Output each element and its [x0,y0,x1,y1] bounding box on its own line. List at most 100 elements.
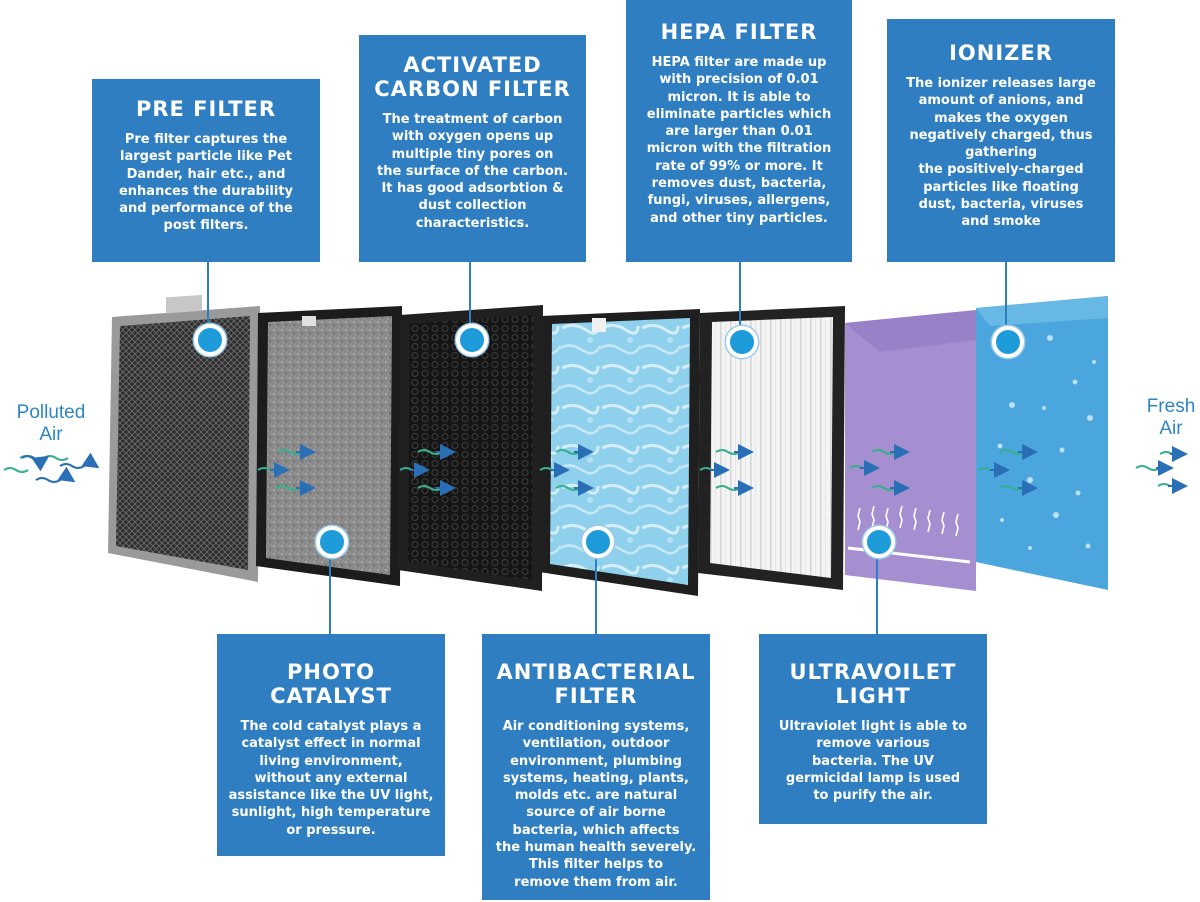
outgoing-air-arrows [1135,446,1188,494]
photo-catalyst-marker [316,526,348,558]
uv-light-title: ULTRAVOILET LIGHT [759,660,987,708]
carbon-filter-box: ACTIVATED CARBON FILTER The treatment of… [359,35,586,262]
antibacterial-filter-desc-line: ventilation, outdoor [522,736,670,752]
photo-catalyst-desc-line: sunlight, high temperature [231,805,431,821]
pre-filter-desc-line: largest particle like Pet [119,149,292,165]
hepa-filter-desc-line: HEPA filter are made up [651,55,827,70]
carbon-leader [469,262,471,330]
carbon-filter-description: The treatment of carbon with oxygen open… [359,111,586,232]
pre-filter-description: Pre filter captures the largest particle… [92,131,320,235]
ionizer-desc-line: dust, bacteria, viruses [918,197,1084,213]
hepa-filter-description: HEPA filter are made up with precision o… [626,54,852,227]
hepa-filter-desc-line: rate of 99% or more. It [655,158,823,174]
antibacterial-arrows [539,444,594,496]
pre-filter-desc-line: Pre filter captures the [124,132,288,147]
uv-light-desc-line: remove various [816,736,930,752]
pre-filter-desc-line: and performance of the [119,201,293,217]
carbon-filter-desc-line: with oxygen opens up [391,129,554,145]
polluted-air-label: Polluted Air [6,402,96,446]
pre-filter-leader [207,262,209,330]
polluted-air-label-line-2: Air [39,424,63,445]
carbon-filter-desc-line: The treatment of carbon [382,112,563,127]
photo-catalyst-arrows [257,444,316,496]
hepa-filter-desc-line: micron. It is able to [667,89,811,105]
uv-light-desc-line: germicidal lamp is used [785,770,961,786]
pre-filter-panel [108,294,260,582]
ionizer-desc-line: and smoke [961,214,1041,230]
carbon-filter-desc-line: characteristics. [415,215,530,231]
antibacterial-filter-desc-line: remove them from air. [514,874,678,890]
antibacterial-filter-desc-line: systems, heating, plants, [503,770,689,786]
carbon-filter-title: ACTIVATED CARBON FILTER [359,53,586,101]
hepa-filter-desc-line: fungi, viruses, allergens, [647,193,831,209]
photo-catalyst-desc-line: or pressure. [286,822,376,838]
antibacterial-panel [539,309,700,596]
activated-carbon-panel [398,305,543,591]
ionizer-title: IONIZER [887,41,1115,65]
ionizer-marker [992,326,1024,358]
pre-filter-title: PRE FILTER [92,97,320,121]
pre-filter-marker [194,324,226,356]
hepa-filter-desc-line: and other tiny particles. [650,210,828,226]
uv-light-panel [845,310,976,591]
photo-catalyst-desc-line: living environment, [259,753,403,769]
antibacterial-filter-desc-line: Air conditioning systems, [502,719,690,734]
ionizer-desc-line: makes the oxygen [934,110,1068,126]
antibacterial-filter-desc-line: environment, plumbing [510,753,682,769]
carbon-filter-title-line: CARBON FILTER [374,77,571,101]
uv-light-title-line: ULTRAVOILET [789,660,957,684]
antibacterial-filter-description: Air conditioning systems, ventilation, o… [482,718,710,891]
photo-catalyst-panel [256,306,402,586]
uv-light-description: Ultraviolet light is able to remove vari… [759,718,987,804]
uv-light-box: ULTRAVOILET LIGHT Ultraviolet light is a… [759,634,987,824]
uv-leader [876,548,878,634]
ionizer-box: IONIZER The ionizer releases large amoun… [887,19,1115,262]
antibacterial-filter-desc-line: molds etc. are natural [514,788,678,804]
hepa-leader [739,262,741,330]
incoming-air-arrows [3,452,100,483]
uv-light-title-line: LIGHT [835,684,911,708]
carbon-arrows [399,444,456,496]
antibacterial-filter-desc-line: This filter helps to [528,857,664,873]
carbon-filter-desc-line: the surface of the carbon. [377,163,568,179]
ionizer-desc-line: The ionizer releases large [906,76,1096,91]
fresh-air-label-line-1: Fresh [1146,396,1196,417]
carbon-filter-desc-line: It has good adsorbtion & [381,181,564,197]
hepa-arrows [699,444,754,496]
pre-filter-box: PRE FILTER Pre filter captures the large… [92,79,320,262]
polluted-air-label-line-1: Polluted [16,402,86,423]
photo-catalyst-desc-line: catalyst effect in normal [241,736,421,752]
uv-light-desc-line: to purify the air. [813,788,933,804]
ionizer-arrows [977,444,1038,496]
photo-catalyst-desc-line: without any external [254,770,408,786]
uv-light-desc-line: bacteria. The UV [811,753,934,769]
carbon-filter-desc-line: multiple tiny pores on [391,146,554,162]
pre-filter-desc-line: Dander, hair etc., and [126,166,286,182]
antibacterial-filter-desc-line: source of air borne [526,805,666,821]
ionizer-desc-line: the positively-charged [918,162,1084,178]
carbon-marker [456,324,488,356]
photo-catalyst-desc-line: assistance like the UV light, [228,788,434,804]
ionizer-desc-line: negatively charged, thus [909,127,1093,143]
airflow-arrows [3,444,1188,496]
hepa-panel [698,306,845,590]
hepa-filter-desc-line: eliminate particles which [646,106,832,122]
antibacterial-filter-desc-line: the human health severely. [495,840,697,856]
hepa-filter-desc-line: micron with the filtration [646,141,832,157]
pre-filter-desc-line: enhances the durability [118,183,294,199]
hepa-filter-desc-line: removes dust, bacteria, [651,176,827,192]
hepa-filter-desc-line: with precision of 0.01 [659,72,819,88]
photo-catalyst-title: PHOTO CATALYST [217,660,445,708]
ionizer-leader [1005,262,1007,330]
ionizer-description: The ionizer releases large amount of ani… [887,75,1115,231]
ionizer-desc-line: gathering [965,145,1037,161]
photo-catalyst-description: The cold catalyst plays a catalyst effec… [217,718,445,839]
photo-catalyst-box: PHOTO CATALYST The cold catalyst plays a… [217,634,445,856]
ionizer-desc-line: amount of anions, and [918,93,1084,109]
hepa-filter-desc-line: are larger than 0.01 [665,124,813,140]
antibacterial-filter-desc-line: bacteria, which affects [512,822,680,838]
hepa-filter-title: HEPA FILTER [626,20,852,44]
hepa-marker [726,326,758,358]
antibacterial-marker [582,526,614,558]
